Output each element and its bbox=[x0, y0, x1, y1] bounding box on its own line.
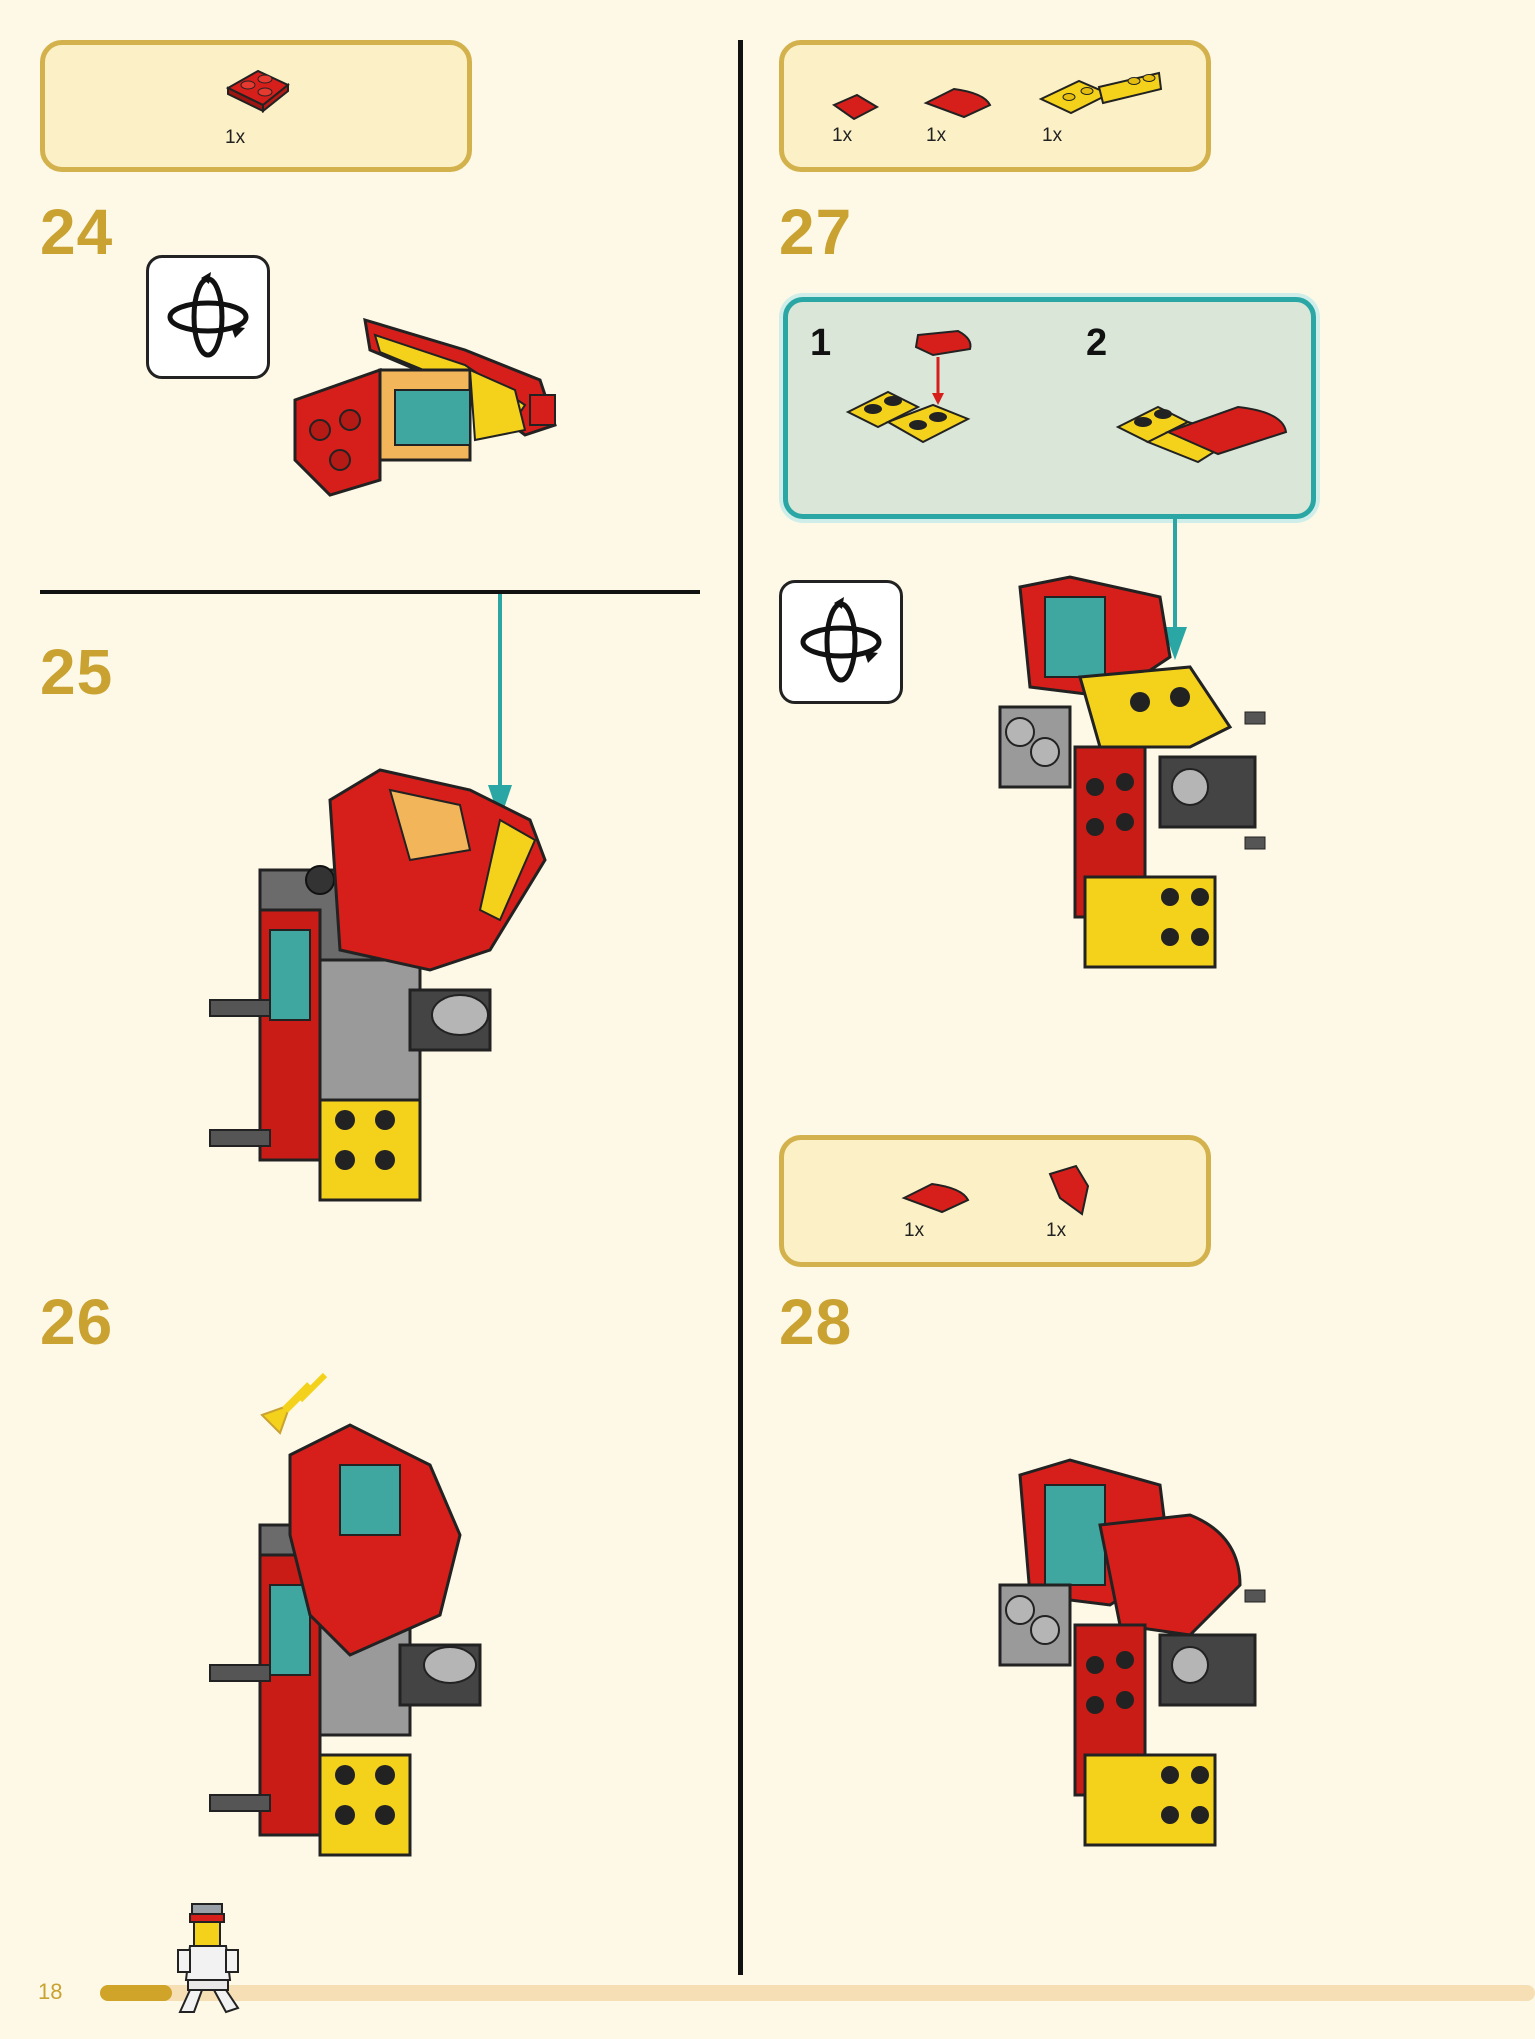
substep-number: 1 bbox=[810, 322, 832, 364]
page-number: 18 bbox=[38, 1979, 63, 2004]
substep-2-illustration bbox=[1115, 405, 1288, 464]
parts-list-step-24: 1x bbox=[40, 40, 472, 172]
red-curved-slope-icon bbox=[923, 87, 992, 119]
parts-list-step-28: 1x 1x bbox=[779, 1135, 1211, 1267]
red-wedge-small-icon bbox=[831, 93, 880, 121]
motion-arrow-icon bbox=[260, 1372, 328, 1435]
substep-number: 2 bbox=[1086, 322, 1108, 364]
yellow-hinge-plate-icon bbox=[1038, 71, 1163, 115]
part-quantity: 1x bbox=[1046, 1220, 1067, 1241]
red-wedge-plate-icon bbox=[1048, 1164, 1090, 1216]
parts-list-step-27: 1x 1x 1x bbox=[779, 40, 1211, 172]
red-curved-slope-icon bbox=[901, 1182, 970, 1214]
substep-1-illustration bbox=[845, 329, 972, 444]
part-quantity: 1x bbox=[225, 127, 246, 148]
minifigure-mascot-icon bbox=[177, 1903, 240, 2014]
rotate-model-icon bbox=[779, 580, 903, 704]
step-number: 24 bbox=[40, 196, 114, 268]
step-28-model-illustration bbox=[998, 1458, 1266, 1847]
part-quantity: 1x bbox=[1042, 125, 1063, 146]
step-24-model-illustration bbox=[293, 317, 557, 497]
step-26-model-illustration bbox=[209, 1372, 482, 1857]
sub-assembly-callout: 1 2 bbox=[783, 297, 1316, 519]
step-number: 27 bbox=[779, 196, 853, 268]
step-25-model-illustration bbox=[209, 590, 547, 1202]
step-number: 28 bbox=[779, 1286, 853, 1358]
step-divider bbox=[40, 590, 700, 594]
part-quantity: 1x bbox=[926, 125, 947, 146]
part-quantity: 1x bbox=[904, 1220, 925, 1241]
step-27-model-illustration bbox=[998, 517, 1266, 969]
progress-track bbox=[100, 1985, 1535, 2001]
column-divider bbox=[738, 40, 743, 1975]
step-number: 25 bbox=[40, 636, 114, 708]
step-number: 26 bbox=[40, 1286, 114, 1358]
rotate-model-icon bbox=[146, 255, 270, 379]
part-quantity: 1x bbox=[832, 125, 853, 146]
red-plate-2x2-corner-icon bbox=[225, 69, 290, 114]
progress-bar-fill bbox=[100, 1985, 172, 2001]
